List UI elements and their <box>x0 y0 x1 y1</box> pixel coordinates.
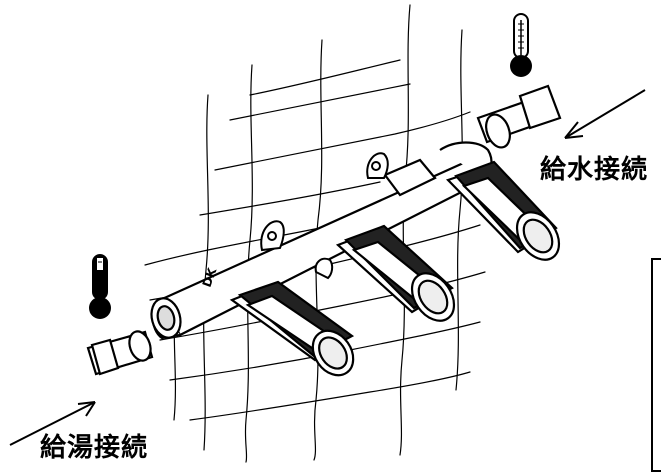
hot-water-connection-label: 給湯接続 <box>40 433 149 463</box>
cold-water-connection-label: 給水接続 <box>540 155 649 185</box>
outlet-caps <box>229 160 561 377</box>
hot-water-pipe <box>86 330 154 376</box>
mounting-brackets <box>260 152 389 280</box>
side-panel-frame <box>651 258 661 472</box>
outlet-cap-1 <box>229 280 355 377</box>
thermometer-cold-icon <box>510 13 532 77</box>
outlet-cap-2 <box>335 224 456 322</box>
arrow-cold <box>564 89 646 139</box>
outlet-cap-3 <box>445 160 561 261</box>
thermometer-hot-icon <box>89 254 111 319</box>
cold-water-pipe <box>476 84 562 149</box>
arrow-hot <box>9 401 96 446</box>
brand-mark: DK <box>200 265 220 289</box>
